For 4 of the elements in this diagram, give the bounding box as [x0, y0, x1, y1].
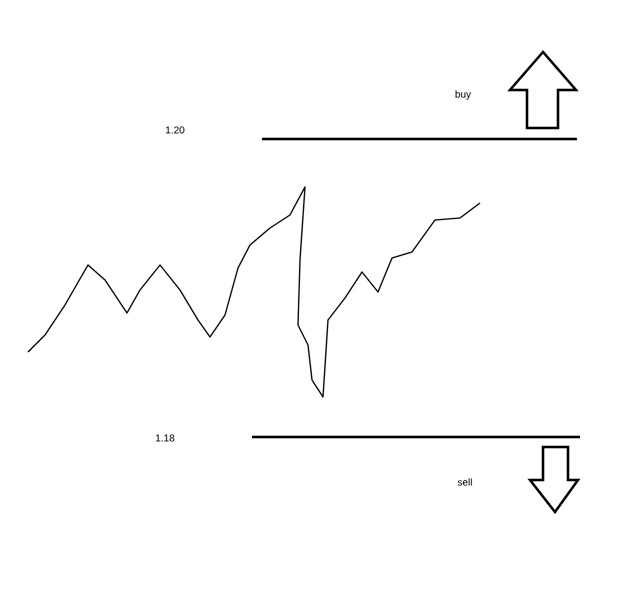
action-label: sell: [458, 478, 472, 486]
action-label: buy: [456, 90, 472, 100]
level-label: 1.20: [166, 126, 184, 134]
level-label: 1.18: [156, 434, 174, 442]
